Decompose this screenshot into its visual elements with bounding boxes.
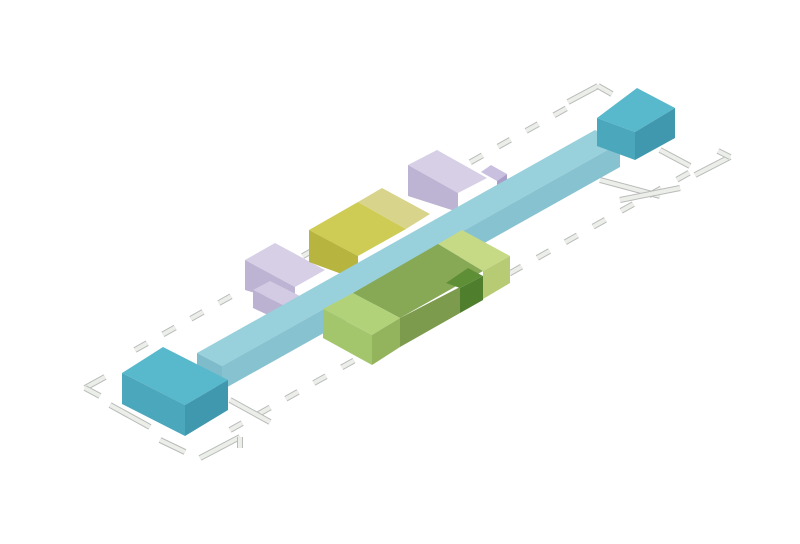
ground-dash [199, 435, 241, 460]
ground-dash [189, 310, 205, 321]
ground-dash [497, 137, 512, 149]
ground-dash [469, 153, 484, 164]
green-blocks [323, 230, 510, 365]
end-block-left [122, 347, 228, 436]
ground-dash [553, 106, 568, 118]
ground-dash [312, 374, 328, 385]
end-block-right [597, 88, 675, 160]
ground-dash [592, 217, 607, 229]
ground-dash [717, 149, 731, 159]
ground-dash [536, 249, 551, 260]
ground-dash [84, 386, 101, 398]
yellow-block [309, 188, 430, 280]
ground-dash [340, 358, 355, 370]
ground-dash [620, 202, 635, 213]
ground-dash [84, 375, 106, 390]
ground-dash [229, 421, 244, 432]
ground-dash [229, 398, 271, 424]
purple-block-back [408, 150, 507, 212]
ground-dash [109, 403, 151, 429]
ground-dash [159, 438, 186, 454]
ground-dash [619, 186, 681, 202]
ground-dash [217, 294, 233, 305]
ground-dash [525, 122, 540, 133]
ground-dash [134, 341, 149, 352]
ground-dash [694, 155, 731, 177]
ground-dash [284, 390, 300, 401]
ground-dash [161, 325, 177, 337]
ground-dash [508, 264, 523, 276]
ground-dash [567, 84, 599, 104]
ground-dash [659, 148, 691, 168]
ground-dash [597, 84, 613, 96]
ground-dash [564, 233, 579, 244]
ground-dash [675, 171, 691, 182]
